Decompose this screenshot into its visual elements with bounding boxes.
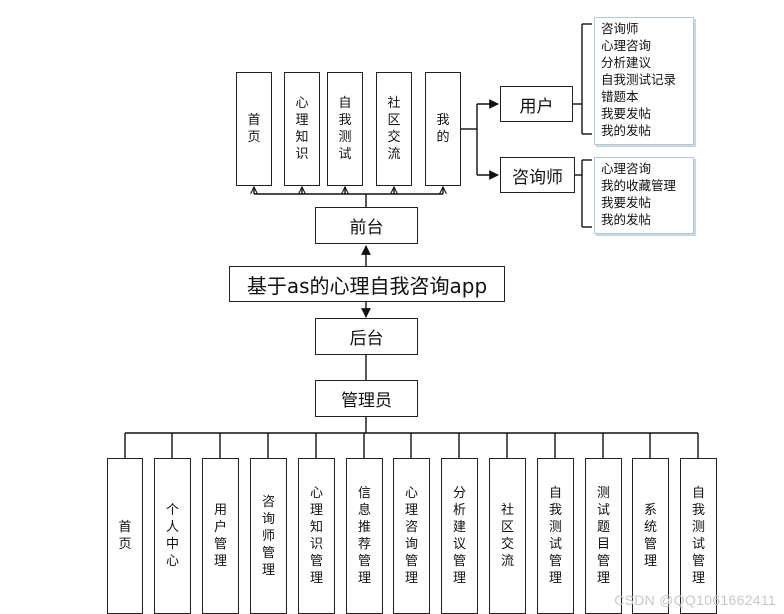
backend-module-label: 信息推荐管理 bbox=[357, 486, 371, 586]
backend-module-label: 分析建议管理 bbox=[452, 486, 466, 586]
backend-label: 后台 bbox=[349, 329, 384, 349]
csdn-watermark: CSDN @QQ1061662411 bbox=[614, 592, 776, 608]
backend-module-personal-center: 个人中心 bbox=[154, 458, 191, 614]
list-item: 咨询师 bbox=[601, 21, 639, 36]
list-item: 我的发帖 bbox=[601, 212, 652, 227]
user-function-list: 咨询师 心理咨询 分析建议 自我测试记录 错题本 我要发帖 我的发帖 bbox=[594, 17, 694, 145]
role-consultant-box: 咨询师 bbox=[500, 157, 575, 193]
list-item: 我要发帖 bbox=[601, 106, 652, 121]
frontend-module-community: 社区交流 bbox=[376, 72, 412, 186]
backend-module-label: 自我测试管理 bbox=[548, 486, 562, 586]
backend-module-label: 社区交流 bbox=[500, 503, 514, 569]
admin-box: 管理员 bbox=[315, 380, 418, 417]
frontend-module-label: 心理知识 bbox=[295, 96, 309, 162]
backend-module-label: 系统管理 bbox=[643, 503, 657, 569]
frontend-box: 前台 bbox=[315, 207, 418, 244]
system-title: 基于as的心理自我咨询app bbox=[246, 273, 488, 298]
backend-module-label: 测试题目管理 bbox=[596, 486, 610, 586]
backend-box: 后台 bbox=[315, 318, 418, 355]
role-user-label: 用户 bbox=[519, 96, 554, 117]
role-user-box: 用户 bbox=[500, 86, 573, 122]
backend-module-knowledge-management: 心理知识管理 bbox=[298, 458, 335, 614]
list-item: 我的发帖 bbox=[601, 123, 652, 138]
backend-module-consultant-management: 咨询师管理 bbox=[250, 458, 287, 614]
backend-module-label: 用户管理 bbox=[213, 503, 227, 569]
list-item: 心理咨询 bbox=[601, 38, 652, 53]
backend-module-question-management: 测试题目管理 bbox=[585, 458, 622, 614]
list-item: 自我测试记录 bbox=[601, 72, 677, 87]
frontend-module-mine: 我的 bbox=[425, 72, 461, 186]
frontend-module-label: 我的 bbox=[436, 113, 450, 145]
backend-module-system-management: 系统管理 bbox=[632, 458, 669, 614]
role-consultant-label: 咨询师 bbox=[512, 167, 563, 188]
backend-module-community: 社区交流 bbox=[489, 458, 526, 614]
system-title-box: 基于as的心理自我咨询app bbox=[229, 266, 505, 302]
backend-module-advice-management: 分析建议管理 bbox=[441, 458, 478, 614]
consultant-function-list: 心理咨询 我的收藏管理 我要发帖 我的发帖 bbox=[594, 157, 694, 234]
backend-module-consultation-management: 心理咨询管理 bbox=[393, 458, 430, 614]
backend-module-label: 自我测试管理 bbox=[691, 486, 705, 586]
frontend-module-self-test: 自我测试 bbox=[327, 72, 363, 186]
frontend-label: 前台 bbox=[349, 218, 384, 238]
backend-module-user-management: 用户管理 bbox=[202, 458, 239, 614]
backend-module-self-test-management: 自我测试管理 bbox=[537, 458, 574, 614]
backend-module-label: 心理知识管理 bbox=[309, 486, 323, 586]
backend-module-label: 心理咨询管理 bbox=[404, 486, 418, 586]
frontend-module-label: 首页 bbox=[247, 113, 261, 145]
backend-module-label: 个人中心 bbox=[165, 503, 179, 569]
list-item: 我的收藏管理 bbox=[601, 178, 677, 193]
frontend-module-home: 首页 bbox=[236, 72, 272, 186]
backend-module-home: 首页 bbox=[107, 458, 143, 614]
frontend-module-psych-knowledge: 心理知识 bbox=[284, 72, 320, 186]
frontend-module-label: 自我测试 bbox=[338, 96, 352, 162]
backend-module-label: 首页 bbox=[118, 520, 132, 552]
frontend-module-label: 社区交流 bbox=[387, 96, 401, 162]
list-item: 心理咨询 bbox=[601, 161, 652, 176]
admin-label: 管理员 bbox=[341, 391, 392, 411]
list-item: 我要发帖 bbox=[601, 195, 652, 210]
backend-module-self-test-management-2: 自我测试管理 bbox=[680, 458, 717, 614]
backend-module-label: 咨询师管理 bbox=[261, 494, 275, 578]
backend-module-recommendation-management: 信息推荐管理 bbox=[346, 458, 383, 614]
list-item: 分析建议 bbox=[601, 55, 652, 70]
list-item: 错题本 bbox=[601, 89, 639, 104]
